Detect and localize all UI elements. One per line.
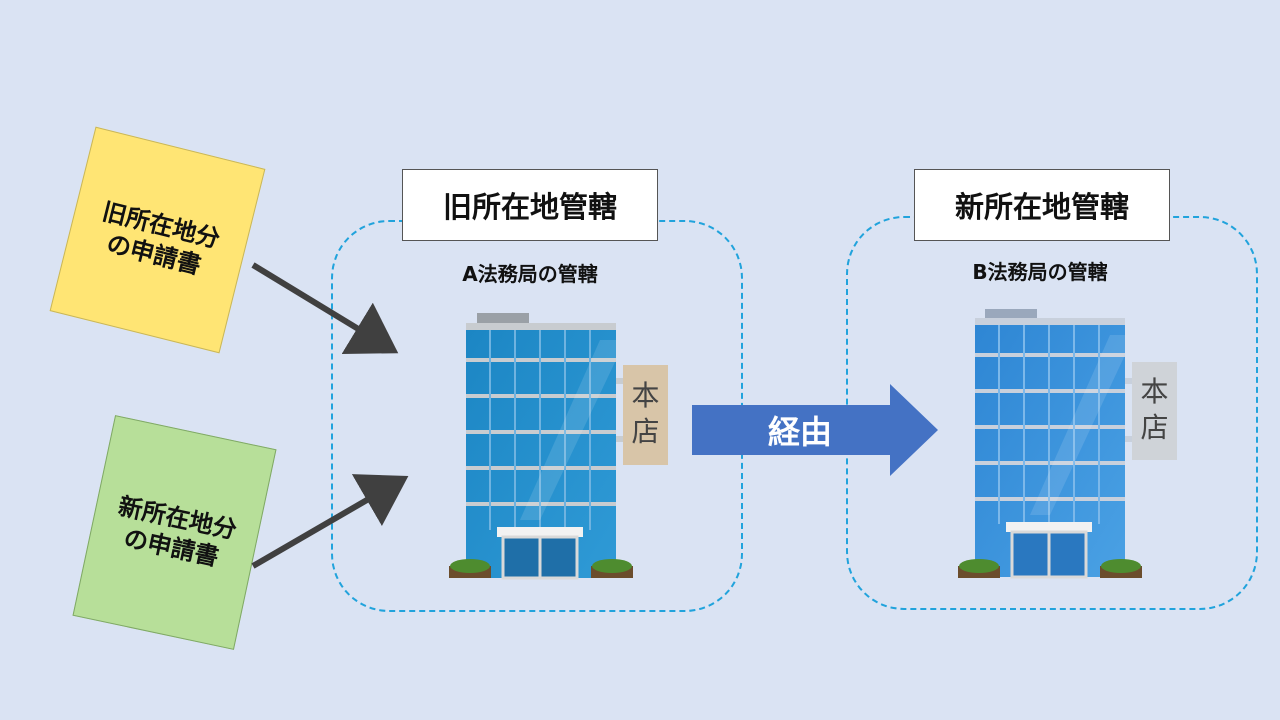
building-b-sign (1132, 362, 1177, 460)
building-a-icon (449, 313, 668, 580)
building-b-sign-text: 本 店 (1132, 374, 1177, 446)
old-jurisdiction-title: 旧所在地管轄 (402, 169, 658, 241)
building-a-sign (623, 365, 668, 465)
building-a-sign-text: 本 店 (623, 378, 668, 450)
building-b-sign-char-2: 店 (1140, 411, 1169, 444)
building-b-sign-char-1: 本 (1140, 375, 1169, 408)
building-a-sign-char-1: 本 (631, 379, 660, 412)
old-doc-arrow (251, 262, 399, 354)
bureau-b-label: B法務局の管轄 (972, 260, 1108, 284)
transfer-arrow-label: 経由 (767, 413, 832, 451)
new-doc-arrow (251, 474, 409, 569)
bureau-a-label: A法務局の管轄 (462, 262, 598, 286)
building-a-sign-char-2: 店 (631, 415, 660, 448)
transfer-arrow (692, 384, 938, 476)
new-jurisdiction-title: 新所在地管轄 (914, 169, 1170, 241)
building-b-icon (958, 309, 1177, 579)
